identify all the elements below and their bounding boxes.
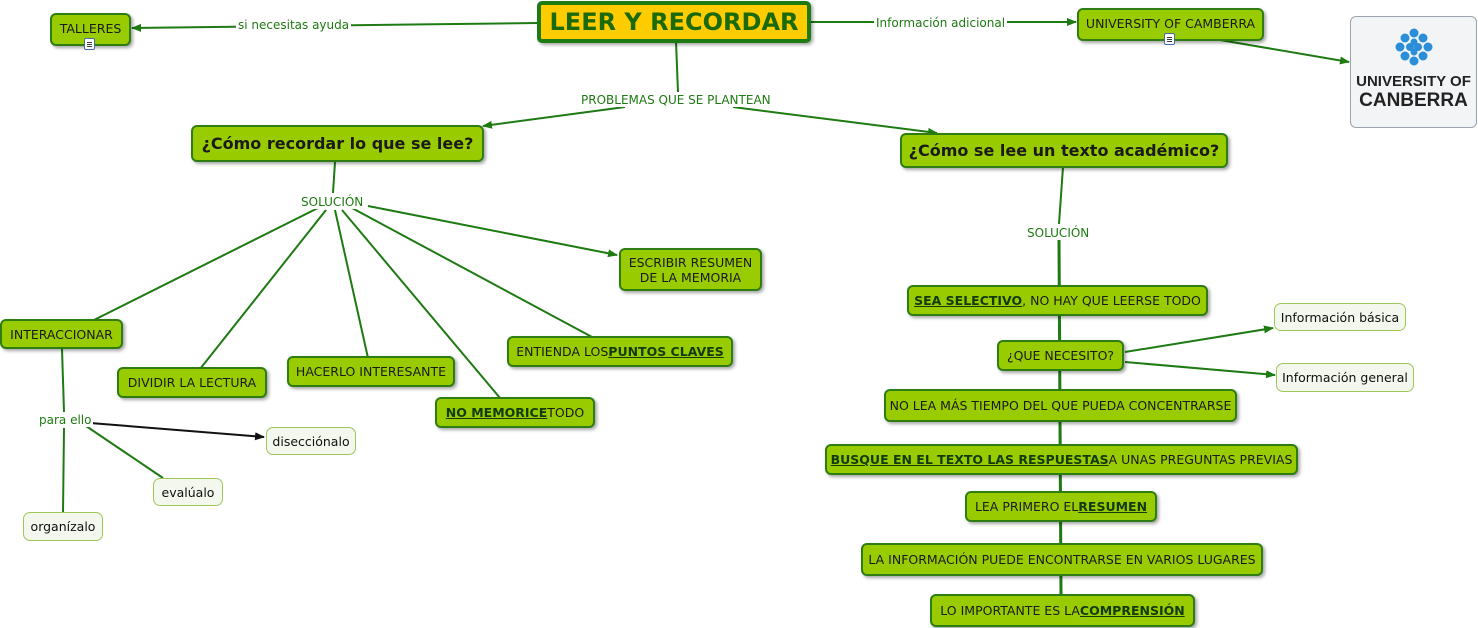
link-problems-q2	[732, 106, 938, 136]
solution-label-left: SOLUCIÓN	[299, 195, 366, 209]
link-solution-divide	[199, 209, 327, 370]
solution-label-right: SOLUCIÓN	[1025, 226, 1092, 240]
link-solution-interact	[91, 207, 319, 322]
link-solution-interesting	[334, 209, 369, 359]
university-logo[interactable]: UNIVERSITY OF CANBERRA	[1350, 16, 1477, 128]
summary-node[interactable]: ESCRIBIR RESUMEN DE LA MEMORIA	[619, 248, 762, 291]
link-q2-solution	[1058, 166, 1064, 225]
selective-highlight: SEA SELECTIVO	[914, 293, 1023, 308]
search-answers-highlight: BUSQUE EN EL TEXTO LAS RESPUESTAS	[830, 452, 1109, 467]
need-node[interactable]: ¿QUE NECESITO?	[997, 340, 1124, 371]
important-pre: LO IMPORTANTE ES LA	[940, 603, 1080, 618]
key-points-node[interactable]: ENTIENDA LOS PUNTOS CLAVES	[507, 336, 733, 367]
search-answers-rest: A UNAS PREGUNTAS PREVIAS	[1108, 452, 1293, 467]
link-problems-q1	[482, 106, 626, 129]
read-first-node[interactable]: LEA PRIMERO EL RESUMEN	[965, 491, 1157, 522]
talleres-label: TALLERES	[59, 21, 122, 36]
dissect-label: disecciónalo	[272, 433, 350, 449]
interact-node[interactable]: INTERACCIONAR	[0, 319, 123, 349]
logo-text-line1: UNIVERSITY OF	[1356, 73, 1471, 90]
no-more-time-label: NO LEA MÁS TIEMPO DEL QUE PUEDA CONCENTR…	[889, 398, 1232, 413]
link-interact-paraello	[61, 348, 65, 413]
organize-label: organízalo	[30, 519, 96, 534]
link-need-basic	[1124, 325, 1274, 353]
evaluate-node[interactable]: evalúalo	[153, 478, 223, 506]
basic-info-node[interactable]: Información básica	[1274, 303, 1406, 331]
important-highlight: COMPRENSIÓN	[1079, 603, 1185, 618]
university-label: UNIVERSITY OF CAMBERRA	[1085, 16, 1256, 31]
link-solution-nomemorize	[341, 209, 501, 399]
no-memorize-node[interactable]: NO MEMORICE TODO	[435, 397, 595, 428]
dissect-node[interactable]: disecciónalo	[266, 427, 356, 455]
info-places-node[interactable]: LA INFORMACIÓN PUEDE ENCONTRARSE EN VARI…	[861, 543, 1263, 576]
no-memorize-highlight: NO MEMORICE	[445, 405, 548, 420]
no-memorize-rest: TODO	[547, 405, 585, 420]
need-label: ¿QUE NECESITO?	[1006, 348, 1115, 363]
link-need-general	[1124, 361, 1276, 379]
logo-text-line2: CANBERRA	[1359, 90, 1468, 111]
key-points-highlight: PUNTOS CLAVES	[608, 344, 724, 359]
divide-label: DIVIDIR LA LECTURA	[127, 375, 257, 390]
interesting-label: HACERLO INTERESANTE	[295, 364, 447, 379]
selective-rest: , NO HAY QUE LEERSE TODO	[1022, 293, 1201, 308]
link-university-logo	[1219, 39, 1350, 65]
document-icon[interactable]	[84, 38, 95, 50]
extra-link-label: Información adicional	[874, 16, 1008, 30]
link-paraello-evaluate	[85, 425, 164, 479]
divide-node[interactable]: DIVIDIR LA LECTURA	[117, 367, 267, 398]
link-solution-keypoints	[351, 207, 593, 338]
question-recordar-node[interactable]: ¿Cómo recordar lo que se lee?	[191, 125, 484, 162]
basic-info-label: Información básica	[1280, 309, 1400, 325]
info-places-label: LA INFORMACIÓN PUEDE ENCONTRARSE EN VARI…	[868, 552, 1256, 567]
link-solution-summary	[367, 205, 618, 258]
search-answers-node[interactable]: BUSQUE EN EL TEXTO LAS RESPUESTAS A UNAS…	[825, 444, 1298, 475]
important-node[interactable]: LO IMPORTANTE ES LA COMPRENSIÓN	[930, 594, 1195, 627]
organize-node[interactable]: organízalo	[23, 512, 103, 541]
evaluate-label: evalúalo	[161, 484, 215, 500]
selective-node[interactable]: SEA SELECTIVO, NO HAY QUE LEERSE TODO	[907, 285, 1208, 316]
root-title: LEER Y RECORDAR	[549, 8, 799, 36]
logo-mark-icon	[1395, 28, 1433, 66]
key-points-pre: ENTIENDA LOS	[516, 344, 609, 359]
question-academic-node[interactable]: ¿Cómo se lee un texto académico?	[900, 133, 1228, 168]
root-node[interactable]: LEER Y RECORDAR	[537, 1, 811, 43]
link-root-problems	[675, 41, 679, 93]
help-link-label: si necesitas ayuda	[236, 18, 352, 32]
general-info-node[interactable]: Información general	[1276, 363, 1414, 392]
no-more-time-node[interactable]: NO LEA MÁS TIEMPO DEL QUE PUEDA CONCENTR…	[884, 389, 1237, 422]
summary-label: ESCRIBIR RESUMEN DE LA MEMORIA	[628, 254, 753, 285]
para-ello-label: para ello	[37, 413, 94, 427]
question-recordar-title: ¿Cómo recordar lo que se lee?	[201, 134, 474, 153]
read-first-pre: LEA PRIMERO EL	[974, 499, 1079, 514]
link-paraello-dissect	[89, 422, 265, 441]
read-first-highlight: RESUMEN	[1078, 499, 1148, 514]
link-paraello-organize	[62, 427, 65, 514]
question-academic-title: ¿Cómo se lee un texto académico?	[908, 141, 1220, 160]
general-info-label: Información general	[1282, 370, 1408, 385]
problems-label: PROBLEMAS QUE SE PLANTEAN	[579, 93, 773, 107]
interact-label: INTERACCIONAR	[10, 326, 113, 342]
document-icon[interactable]	[1164, 33, 1175, 45]
interesting-node[interactable]: HACERLO INTERESANTE	[287, 356, 455, 387]
link-q1-solution	[332, 161, 336, 194]
